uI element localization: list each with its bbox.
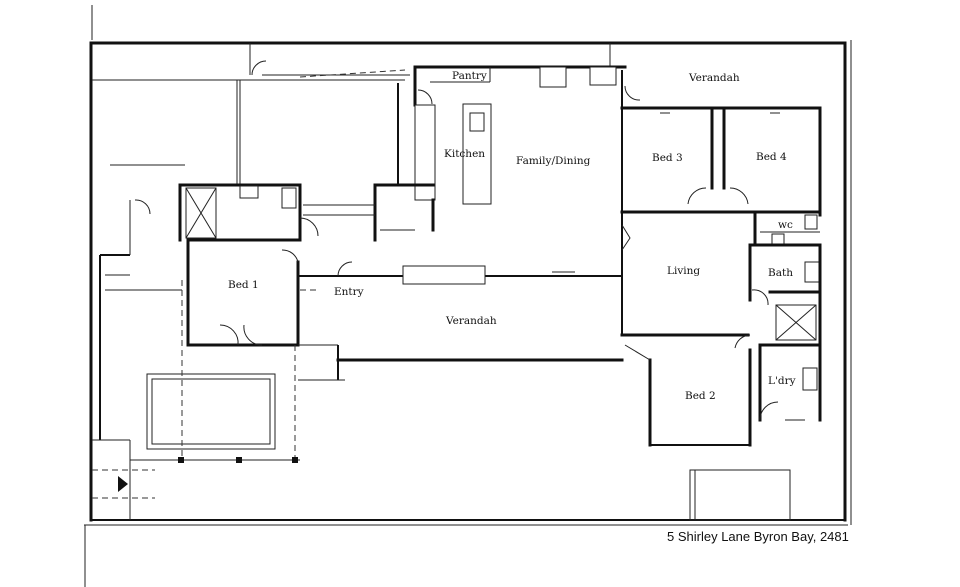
address-caption: 5 Shirley Lane Byron Bay, 2481 bbox=[667, 529, 849, 544]
room-labels: Pantry Verandah Kitchen Family/Dining Be… bbox=[228, 70, 796, 402]
label-verandah-mid: Verandah bbox=[445, 315, 497, 327]
kitchen-family-block bbox=[373, 65, 641, 242]
bedrooms-3-4 bbox=[620, 106, 822, 217]
entry-verandah bbox=[298, 261, 624, 381]
label-bed4: Bed 4 bbox=[756, 151, 787, 163]
tank-slab bbox=[689, 469, 791, 521]
label-pantry: Pantry bbox=[452, 70, 487, 82]
label-kitchen: Kitchen bbox=[444, 148, 485, 160]
label-bed3: Bed 3 bbox=[652, 152, 683, 164]
label-laundry: L'dry bbox=[768, 375, 796, 387]
label-bed2: Bed 2 bbox=[685, 390, 716, 402]
page-margin-lines bbox=[84, 5, 852, 587]
label-verandah-top: Verandah bbox=[688, 72, 740, 84]
label-family-dining: Family/Dining bbox=[516, 155, 591, 167]
label-bath: Bath bbox=[768, 267, 793, 279]
wet-area-wing bbox=[748, 210, 822, 422]
label-bed1: Bed 1 bbox=[228, 279, 259, 291]
label-living: Living bbox=[667, 265, 700, 277]
pool-courtyard bbox=[92, 199, 300, 520]
living-bed2 bbox=[620, 212, 752, 447]
bed1-block bbox=[178, 183, 375, 347]
label-entry: Entry bbox=[334, 286, 364, 298]
label-wc: wc bbox=[778, 219, 793, 231]
